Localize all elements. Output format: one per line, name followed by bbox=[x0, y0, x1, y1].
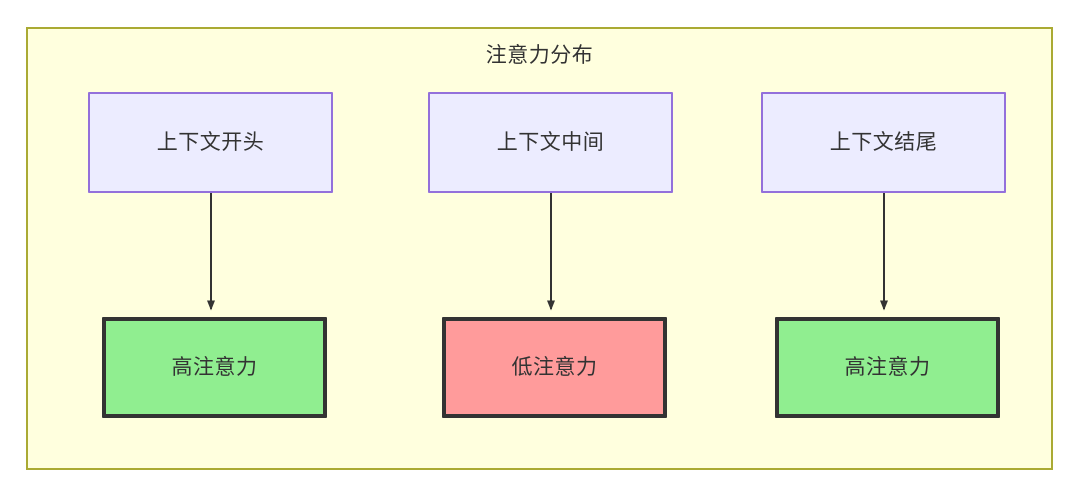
node-high-attention-start[interactable]: 高注意力 bbox=[102, 317, 327, 418]
node-label: 高注意力 bbox=[844, 355, 931, 379]
node-context-middle[interactable]: 上下文中间 bbox=[428, 92, 673, 193]
node-context-end[interactable]: 上下文结尾 bbox=[761, 92, 1006, 193]
node-high-attention-end[interactable]: 高注意力 bbox=[775, 317, 1000, 418]
node-label: 低注意力 bbox=[511, 355, 598, 379]
node-label: 上下文开头 bbox=[156, 130, 265, 154]
subgraph-title: 注意力分布 bbox=[485, 44, 594, 67]
node-label: 上下文中间 bbox=[496, 130, 605, 154]
node-label: 高注意力 bbox=[171, 355, 258, 379]
node-low-attention-middle[interactable]: 低注意力 bbox=[442, 317, 667, 418]
node-context-start[interactable]: 上下文开头 bbox=[88, 92, 333, 193]
node-label: 上下文结尾 bbox=[829, 130, 938, 154]
